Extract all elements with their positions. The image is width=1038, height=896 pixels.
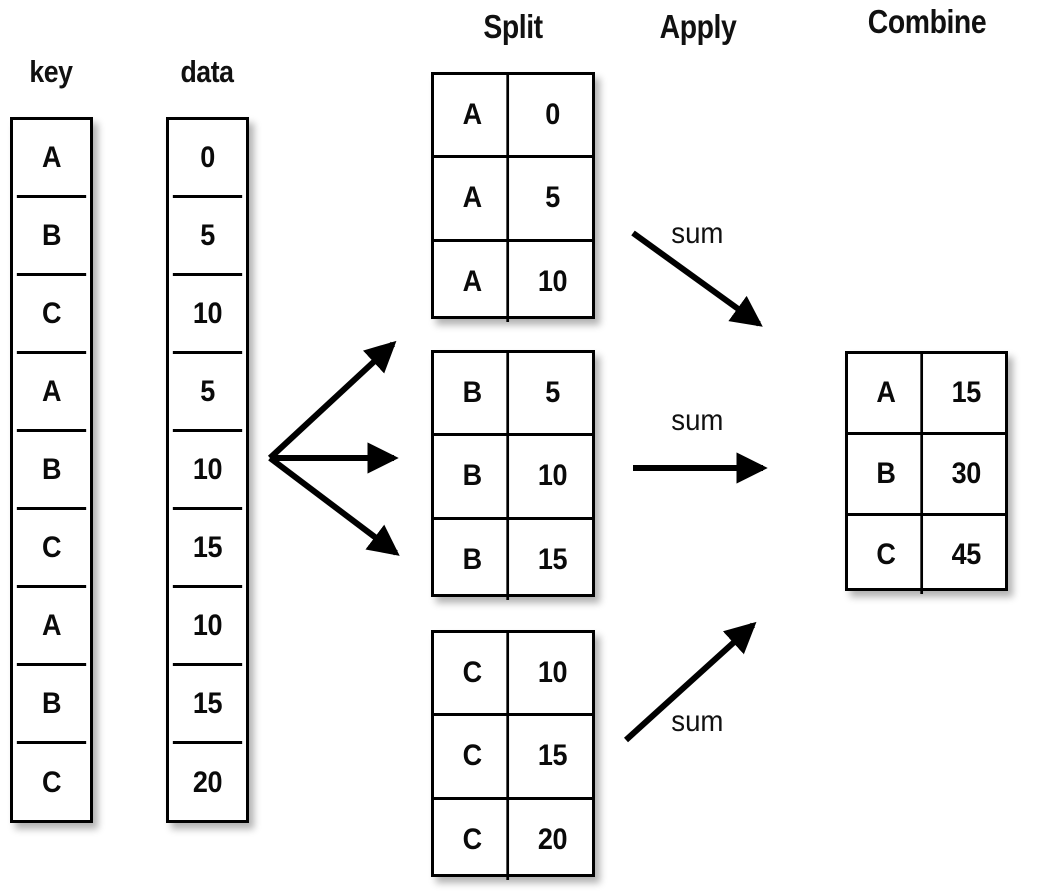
key-cell: C <box>16 276 87 354</box>
data-cell: 15 <box>172 510 243 588</box>
heading-apply: Apply <box>659 8 737 45</box>
combine-table: A 15 B 30 C 45 <box>845 351 1008 594</box>
data-cell: 10 <box>172 276 243 354</box>
table-row: B 15 <box>434 519 592 600</box>
split-value-cell: 10 <box>537 656 568 690</box>
table-row: C 10 <box>434 633 592 717</box>
key-cell: A <box>16 120 87 198</box>
data-cell: 5 <box>172 198 243 276</box>
split-value-cell: 20 <box>537 822 568 856</box>
data-cell: 5 <box>172 354 243 432</box>
data-cell: 20 <box>192 766 223 799</box>
label-key: key <box>29 54 73 89</box>
split-table-c: C 10 C 15 C 20 <box>431 630 595 880</box>
split-key-cell: C <box>438 633 510 714</box>
table-row: C 15 <box>434 716 592 800</box>
split-key-cell: B <box>438 519 510 600</box>
split-key-cell: B <box>438 436 510 517</box>
key-cell: C <box>16 510 87 588</box>
split-value-cell: 10 <box>537 459 568 493</box>
split-value-cell: 10 <box>537 264 568 298</box>
table-row: B 30 <box>848 434 1005 516</box>
combine-key-cell: C <box>852 515 923 594</box>
key-cell: B <box>16 198 87 276</box>
table-row: B 5 <box>434 353 592 437</box>
split-value-cell: 15 <box>537 739 568 773</box>
key-column: A B C A B C A B C <box>10 117 93 823</box>
key-cell: B <box>16 666 87 744</box>
split-value-cell: 0 <box>545 98 560 132</box>
split-key-cell: A <box>438 75 510 156</box>
split-table-a: A 0 A 5 A 10 <box>431 72 595 322</box>
key-cell: A <box>16 354 87 432</box>
combine-value-cell: 30 <box>951 456 981 490</box>
table-row: C 20 <box>434 799 592 880</box>
sum-label-c: sum <box>671 705 724 738</box>
split-value-cell: 5 <box>545 181 560 215</box>
split-key-cell: B <box>438 353 510 434</box>
heading-split: Split <box>483 8 543 45</box>
split-key-cell: C <box>438 799 510 880</box>
combine-key-cell: B <box>852 434 923 513</box>
split-fan-arrows <box>267 340 400 556</box>
table-row: A 5 <box>434 158 592 242</box>
sum-label-b: sum <box>671 404 724 437</box>
data-cell: 10 <box>172 588 243 666</box>
combine-value-cell: 15 <box>951 375 981 409</box>
table-row: A 10 <box>434 241 592 322</box>
split-value-cell: 5 <box>545 376 560 410</box>
data-cell: 15 <box>172 666 243 744</box>
data-cell: 0 <box>172 120 243 198</box>
key-cell: B <box>16 432 87 510</box>
split-value-cell: 15 <box>537 542 568 576</box>
key-cell: A <box>16 588 87 666</box>
key-cell: C <box>41 766 62 799</box>
table-row: A 0 <box>434 75 592 159</box>
split-key-cell: A <box>438 241 510 322</box>
combine-key-cell: A <box>852 354 923 432</box>
split-key-cell: C <box>438 716 510 797</box>
split-key-cell: A <box>438 158 510 239</box>
split-table-b: B 5 B 10 B 15 <box>431 350 595 600</box>
data-column: 0 5 10 5 10 15 10 15 20 <box>166 117 249 823</box>
combine-value-cell: 45 <box>951 537 981 571</box>
heading-combine: Combine <box>867 3 987 40</box>
sum-label-a: sum <box>671 217 724 250</box>
table-row: C 45 <box>848 515 1005 594</box>
table-row: B 10 <box>434 436 592 520</box>
data-cell: 10 <box>172 432 243 510</box>
table-row: A 15 <box>848 354 1005 435</box>
label-data: data <box>180 54 234 89</box>
